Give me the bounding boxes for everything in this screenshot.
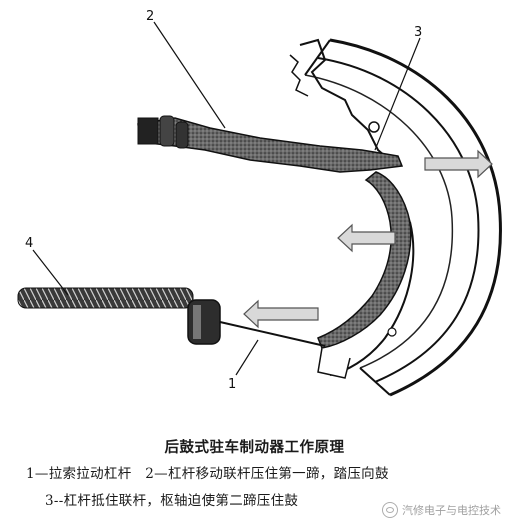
callout-4: 4	[25, 236, 33, 251]
wechat-icon	[382, 502, 398, 518]
caption-title: 后鼓式驻车制动器工作原理	[164, 439, 345, 456]
legend-line-1: 1—拉索拉动杠杆 2—杠杆移动联杆压住第一蹄，踏压向鼓	[26, 466, 389, 482]
parking-lever	[137, 115, 404, 173]
brake-drum	[304, 38, 502, 397]
watermark: 汽修电子与电控技术	[382, 502, 501, 518]
callout-2: 2	[146, 9, 154, 24]
callout-leaders	[32, 21, 421, 376]
brake-shoe-web	[289, 38, 393, 163]
second-brake-shoe	[317, 171, 415, 379]
parking-cable	[17, 287, 326, 347]
callout-3: 3	[414, 25, 422, 40]
arrow-left-icon	[243, 299, 319, 329]
watermark-text: 汽修电子与电控技术	[402, 504, 501, 517]
arrow-left-icon	[337, 223, 396, 253]
arrow-right-icon	[424, 149, 493, 179]
parking-brake-diagram: 2 3 4 1	[17, 9, 502, 397]
motion-arrows	[243, 149, 493, 329]
callout-1: 1	[228, 377, 236, 392]
legend-line-2: 3--杠杆抵住联杆，枢轴迫使第二蹄压住鼓	[45, 493, 299, 509]
